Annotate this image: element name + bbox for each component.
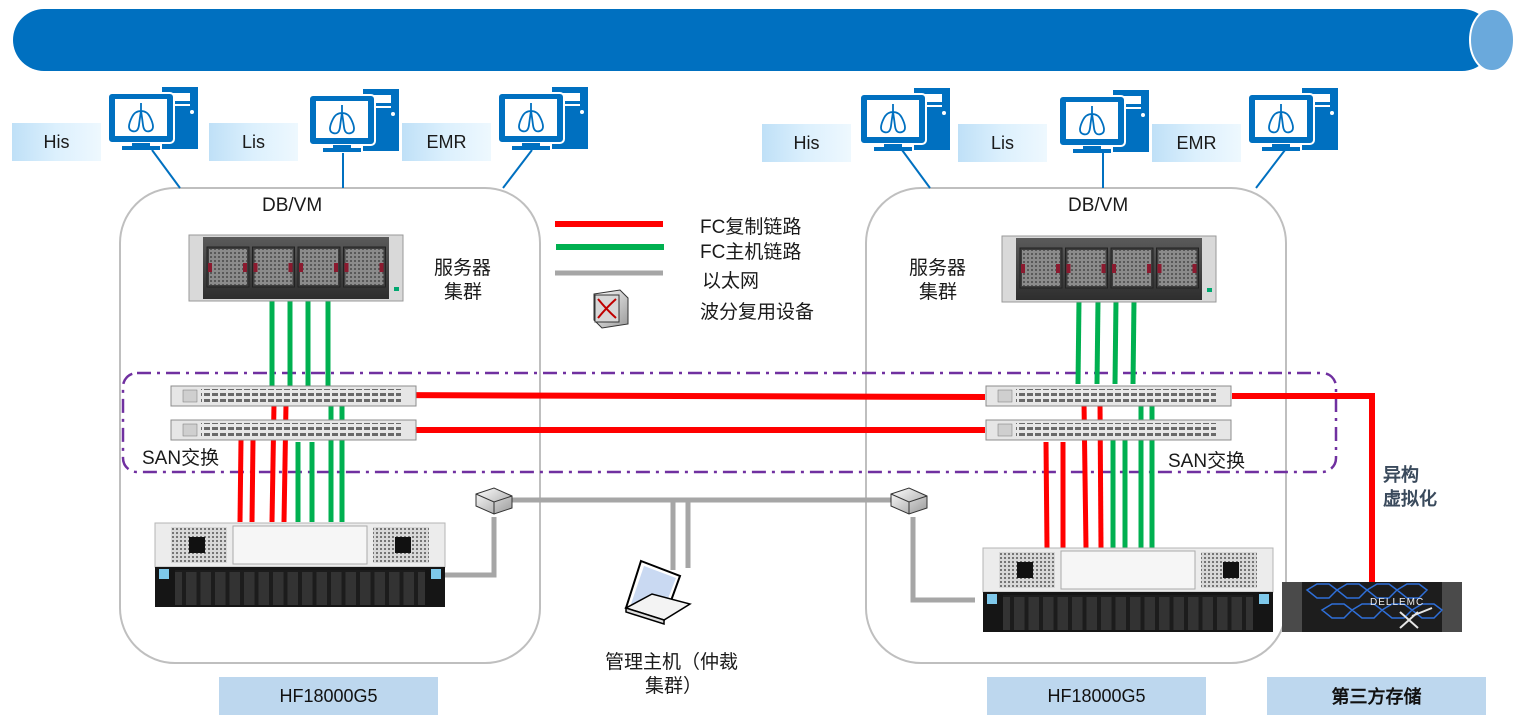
client-app-label: Lis bbox=[209, 123, 298, 161]
site-a-server-label: 服务器 bbox=[434, 258, 492, 279]
site-b-san-label: SAN交换 bbox=[1168, 451, 1246, 472]
site-b-boundary bbox=[865, 187, 1287, 664]
san-switch bbox=[170, 385, 417, 407]
site-b-server-label: 服务器 bbox=[909, 258, 967, 279]
site-a-san-label: SAN交换 bbox=[142, 448, 220, 469]
wdm-device-b bbox=[890, 487, 928, 515]
hf18000g5-storage-array bbox=[982, 547, 1274, 632]
management-host-label-line2: 集群） bbox=[645, 676, 703, 697]
site-b-server-label-line2: 集群 bbox=[919, 282, 958, 303]
site-a-boundary bbox=[119, 187, 541, 664]
banner-cap bbox=[1469, 8, 1515, 72]
hf18000g5-storage-array bbox=[154, 522, 446, 607]
hetero-virtualization-label: 异构 bbox=[1383, 465, 1419, 485]
workstation-icon bbox=[859, 88, 950, 151]
client-app-label: His bbox=[12, 123, 101, 161]
site-a-db-label: DB/VM bbox=[262, 195, 323, 216]
site-a-storage-model: HF18000G5 bbox=[219, 677, 438, 715]
client-app-label: EMR bbox=[1152, 124, 1241, 162]
site-a-fc-links bbox=[237, 300, 345, 523]
client-app-label: His bbox=[762, 124, 851, 162]
hetero-virtualization-label-line2: 虚拟化 bbox=[1383, 489, 1437, 509]
legend-label-fc-host: FC主机链路 bbox=[700, 242, 802, 263]
ethernet-links bbox=[442, 497, 975, 603]
site-b-storage-model: HF18000G5 bbox=[987, 677, 1206, 715]
site-a-server-label-line2: 集群 bbox=[444, 282, 483, 303]
workstation-icon bbox=[1247, 88, 1338, 151]
wdm-device-a bbox=[475, 487, 513, 515]
legend-label-fc-replication: FC复制链路 bbox=[700, 217, 802, 238]
client-app-label: Lis bbox=[958, 124, 1047, 162]
san-boundary bbox=[121, 371, 1338, 474]
legend-label-wdm: 波分复用设备 bbox=[700, 302, 815, 323]
fc-replication-interlinks bbox=[361, 392, 1375, 582]
client-app-label: EMR bbox=[402, 123, 491, 161]
legend bbox=[555, 221, 664, 329]
san-switch bbox=[170, 419, 417, 441]
third-party-storage-title: 第三方存储 bbox=[1267, 677, 1486, 715]
third-party-storage-array bbox=[1282, 582, 1462, 632]
laptop-icon bbox=[624, 559, 692, 626]
workstation-icon bbox=[497, 87, 588, 150]
legend-label-ethernet: 以太网 bbox=[702, 271, 760, 292]
san-switch bbox=[985, 419, 1232, 441]
san-switch bbox=[985, 385, 1232, 407]
workstation-icon bbox=[1058, 90, 1149, 153]
site-b-db-label: DB/VM bbox=[1068, 195, 1129, 216]
client-links bbox=[151, 149, 1286, 189]
workstation-icon bbox=[308, 89, 399, 152]
dellemc-logo: DELLEMC bbox=[1370, 597, 1425, 608]
server-chassis bbox=[1001, 235, 1217, 303]
wdm-device-icon bbox=[593, 289, 629, 329]
header-banner bbox=[13, 8, 1515, 72]
server-chassis bbox=[188, 234, 404, 302]
management-host-label: 管理主机（仲裁 bbox=[605, 652, 739, 673]
workstation-icon bbox=[107, 87, 198, 150]
